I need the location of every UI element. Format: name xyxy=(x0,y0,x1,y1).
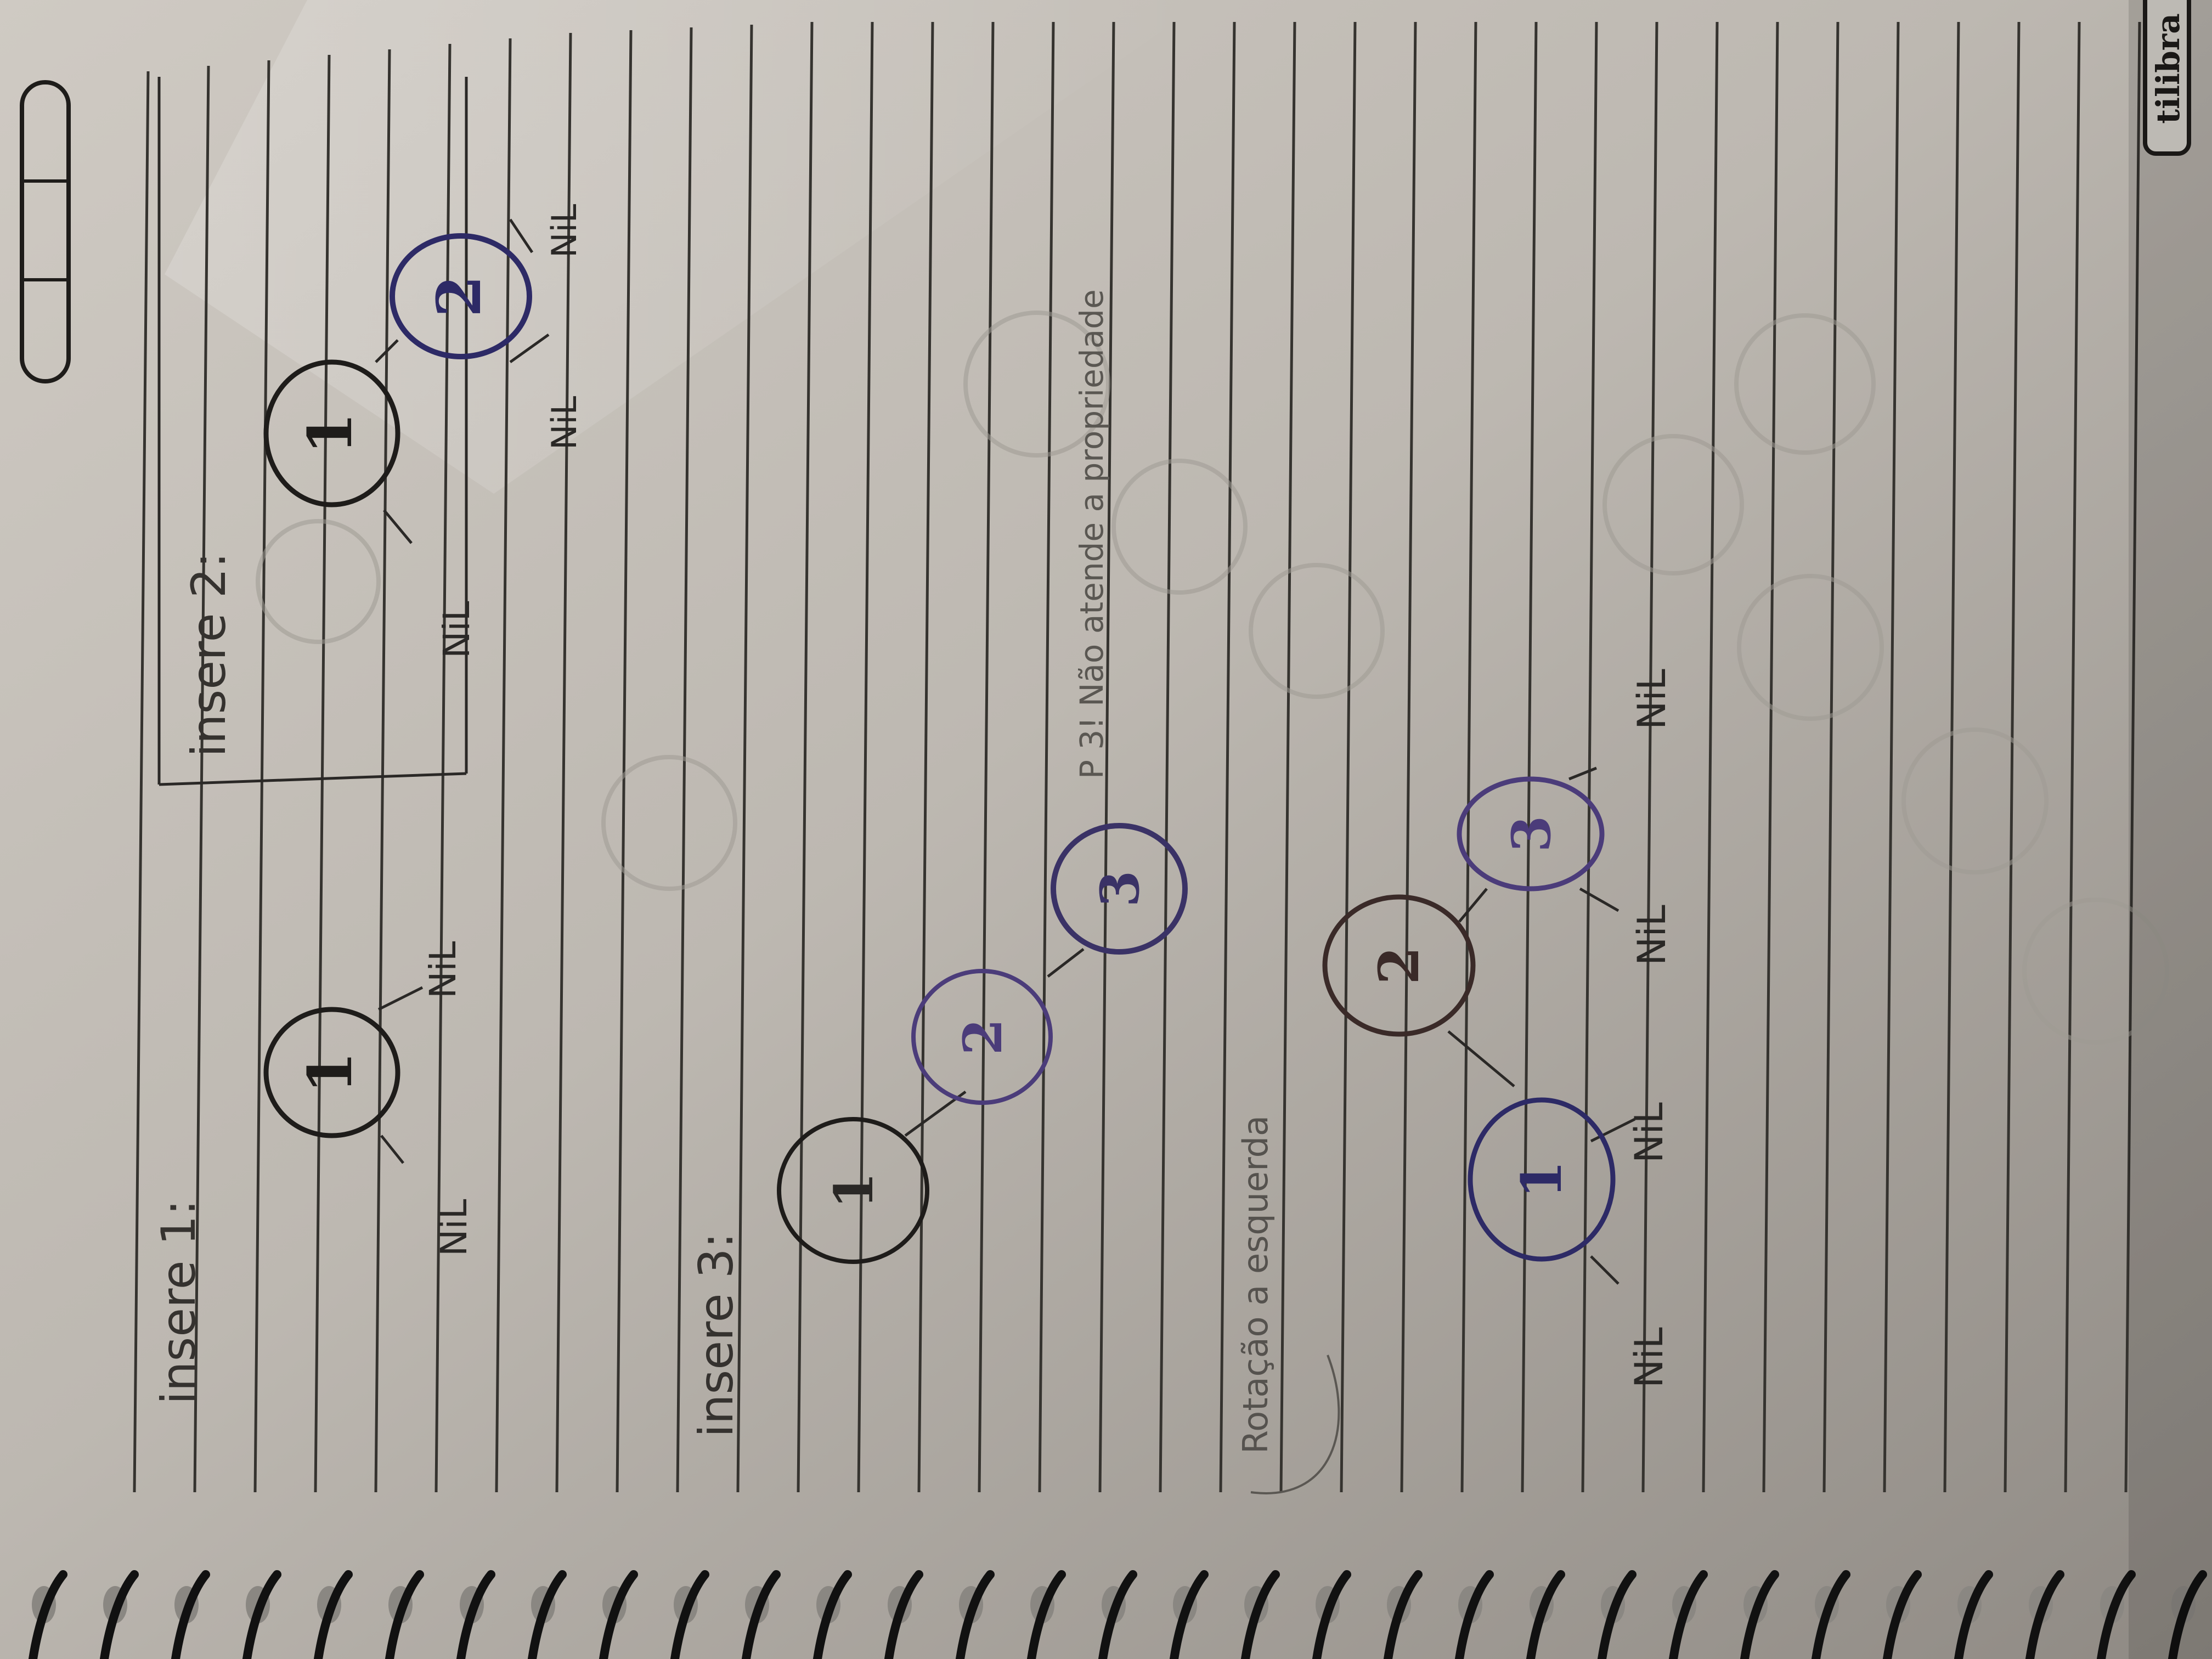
heading-insere-1: insere 1: xyxy=(151,1199,206,1404)
spiral-ring xyxy=(884,1570,923,1659)
tree-edge xyxy=(380,1135,404,1164)
spiral-ring xyxy=(456,1570,495,1659)
spiral-ring xyxy=(599,1570,638,1659)
spiral-ring xyxy=(1954,1570,1993,1659)
spiral-ring xyxy=(385,1570,424,1659)
tree-insere-2: 1 2 NiL NiL NiL xyxy=(263,204,584,658)
spiral-ring xyxy=(29,1570,67,1659)
spiral-ring xyxy=(1669,1570,1708,1659)
tree-node xyxy=(390,233,532,359)
pencil-curve xyxy=(1250,1355,1340,1494)
ruled-lines xyxy=(133,21,2141,1493)
spiral-ring xyxy=(171,1570,210,1659)
tree-node-label: 1 xyxy=(1509,1160,1574,1199)
tree-edge xyxy=(1590,1255,1620,1285)
spiral-ring xyxy=(1241,1570,1280,1659)
spiral-ring xyxy=(1384,1570,1423,1659)
tree-node-label: 3 xyxy=(1500,816,1562,853)
tree-node-label: 1 xyxy=(295,1052,365,1094)
spiral-binding xyxy=(29,1570,2207,1659)
nil-label: NiL xyxy=(1627,1102,1672,1163)
tree-node xyxy=(263,359,400,507)
tree-node-label: 2 xyxy=(952,1019,1014,1056)
date-box xyxy=(20,80,71,383)
nil-label: NiL xyxy=(1629,905,1674,966)
nil-label: NiL xyxy=(544,204,584,258)
nil-label: NiL xyxy=(433,1199,475,1256)
spiral-ring xyxy=(956,1570,995,1659)
nil-label: NiL xyxy=(422,941,464,998)
tree-node xyxy=(1051,823,1188,955)
spiral-ring xyxy=(1312,1570,1351,1659)
spiral-ring xyxy=(1526,1570,1565,1659)
tilibra-logo: tilibra xyxy=(2143,0,2191,156)
spiral-ring xyxy=(670,1570,709,1659)
spiral-ring xyxy=(100,1570,139,1659)
tree-edge xyxy=(375,339,399,363)
tree-node-label: 1 xyxy=(295,413,365,455)
spiral-ring xyxy=(742,1570,781,1659)
spiral-ring xyxy=(1812,1570,1850,1659)
tree-edge xyxy=(509,333,550,364)
spiral-ring xyxy=(1098,1570,1137,1659)
nil-label: NiL xyxy=(436,601,478,658)
tree-node xyxy=(1457,776,1605,891)
heading-insere-3: insere 3: xyxy=(689,1232,744,1437)
insere-2-box xyxy=(157,77,468,786)
tree-rotated: 2 1 3 NiL NiL NiL NiL xyxy=(1322,669,1674,1388)
tree-edge xyxy=(1579,887,1620,912)
spiral-ring xyxy=(242,1570,281,1659)
tree-node xyxy=(911,969,1053,1105)
spiral-ring xyxy=(1598,1570,1637,1659)
tree-edge xyxy=(1458,888,1488,923)
tree-edge xyxy=(383,509,413,544)
note-p3: P 3! Não atende a propriedade xyxy=(1073,289,1110,779)
spiral-ring xyxy=(1455,1570,1494,1659)
spiral-ring xyxy=(2097,1570,2136,1659)
edge-shadow xyxy=(2129,0,2212,1659)
spiral-ring xyxy=(2025,1570,2064,1659)
tree-edge xyxy=(1568,766,1597,781)
tree-node xyxy=(777,1117,929,1264)
spiral-ring xyxy=(314,1570,353,1659)
light-glare xyxy=(165,0,1207,494)
tree-node-label: 1 xyxy=(823,1172,885,1209)
spiral-ring xyxy=(1740,1570,1779,1659)
tree-node-label: 2 xyxy=(424,275,494,318)
nil-label: NiL xyxy=(544,396,584,450)
spiral-ring xyxy=(813,1570,852,1659)
tree-node xyxy=(263,1007,400,1138)
spiral-ring xyxy=(1027,1570,1066,1659)
tree-node-label: 3 xyxy=(1089,871,1151,907)
logo-text: tilibra xyxy=(2149,13,2187,124)
nil-label: NiL xyxy=(1627,1327,1672,1388)
tree-node-label: 2 xyxy=(1367,946,1431,985)
tree-insere-1: 1 NiL NiL xyxy=(263,941,475,1256)
tree-insere-3: 1 2 3 xyxy=(777,823,1188,1264)
bleed-through-marks xyxy=(256,311,2169,1045)
spiral-ring xyxy=(528,1570,567,1659)
spiral-ring xyxy=(1883,1570,1922,1659)
tree-edge xyxy=(377,986,424,1011)
nil-label: NiL xyxy=(1629,669,1674,730)
tree-node xyxy=(1468,1097,1616,1262)
tree-edge xyxy=(1447,1030,1515,1087)
tree-edge xyxy=(1047,948,1085,978)
spiral-ring xyxy=(2168,1570,2207,1659)
spiral-ring xyxy=(1170,1570,1209,1659)
tree-edge xyxy=(509,218,534,253)
tree-node xyxy=(1322,894,1476,1037)
rotation-label: Rotação a esquerda xyxy=(1235,1115,1276,1454)
tree-edge xyxy=(1590,1118,1636,1143)
heading-insere-2: insere 2: xyxy=(182,552,236,757)
